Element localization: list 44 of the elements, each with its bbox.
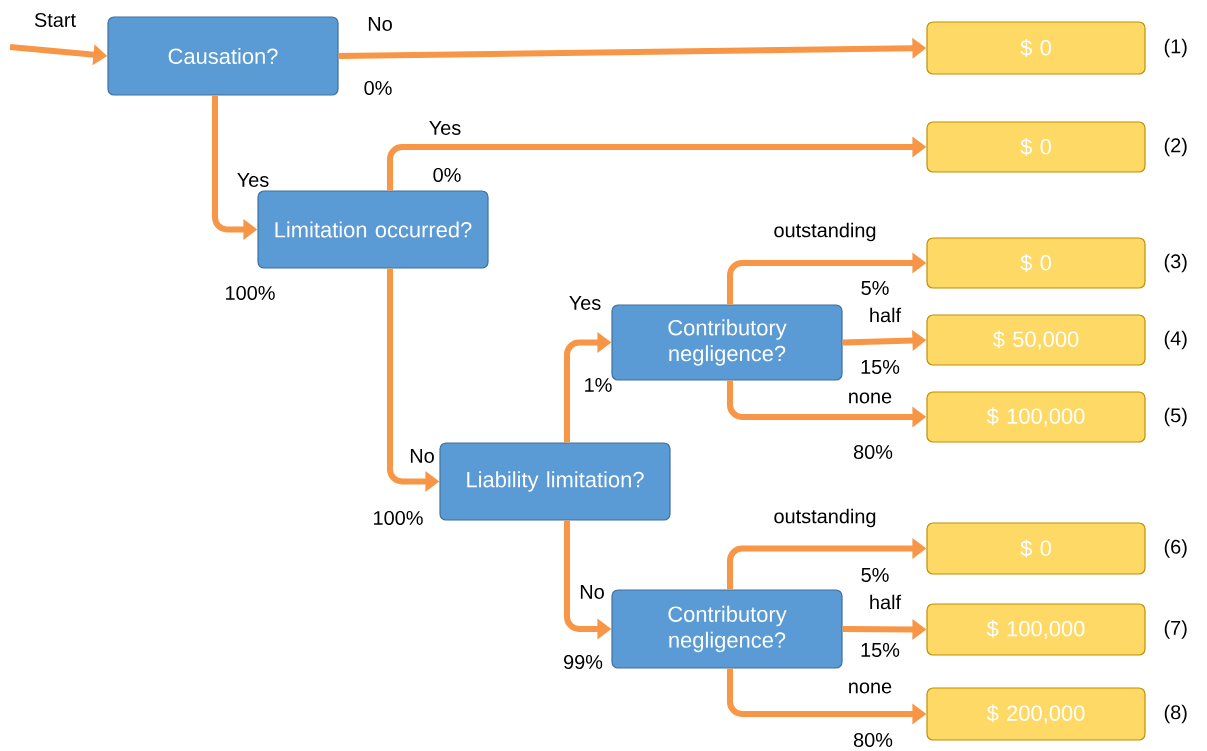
percentage-label: 80% [853, 444, 893, 460]
edge-label: Yes [427, 120, 463, 136]
edge-label: outstanding [772, 507, 878, 529]
edge-label: No [408, 448, 436, 464]
percentage-label: 1% [585, 378, 612, 392]
result-box: $ 0 [926, 21, 1146, 75]
percentage-label: 100% [374, 510, 423, 526]
result-box: $ 100,000 [926, 603, 1146, 656]
percentage-label: 15% [861, 360, 900, 374]
edge-label: none [846, 391, 894, 405]
result-number: (7) [1164, 620, 1187, 639]
edge-label: Yes [235, 172, 271, 188]
percentage-label: 5% [861, 568, 889, 582]
result-box: $ 50,000 [926, 314, 1146, 366]
result-number: (8) [1164, 704, 1187, 724]
decision-box: Contributory negligence? [611, 304, 843, 381]
edge-label: Yes [567, 295, 603, 311]
percentage-label: 80% [853, 732, 893, 748]
result-number: (6) [1164, 539, 1187, 558]
result-box: $ 200,000 [926, 687, 1146, 741]
edge-label: No [366, 16, 394, 32]
result-number: (1) [1164, 38, 1187, 58]
decision-box: Contributory negligence? [611, 589, 843, 669]
result-box: $ 100,000 [926, 391, 1146, 443]
percentage-label: 100% [226, 285, 275, 301]
result-number: (5) [1164, 407, 1187, 427]
edge-label: none [846, 681, 894, 695]
decision-box: Causation? [107, 16, 339, 96]
edge-label: outstanding [772, 221, 878, 243]
result-box: $ 0 [926, 237, 1146, 289]
percentage-label: 5% [861, 281, 889, 295]
edge-label: No [578, 584, 606, 600]
result-box: $ 0 [926, 121, 1146, 173]
edge-label: half [867, 306, 903, 324]
result-number: (2) [1164, 137, 1187, 157]
result-number: (3) [1164, 253, 1187, 273]
decision-box: Liability limitation? [439, 442, 671, 521]
edge-label: half [867, 593, 903, 611]
result-box: $ 0 [926, 522, 1146, 575]
decision-box: Limitation occurred? [257, 190, 489, 269]
edge-label: Start [32, 11, 78, 29]
percentage-label: 0% [364, 80, 392, 96]
percentage-label: 15% [861, 643, 900, 657]
result-number: (4) [1164, 330, 1187, 350]
